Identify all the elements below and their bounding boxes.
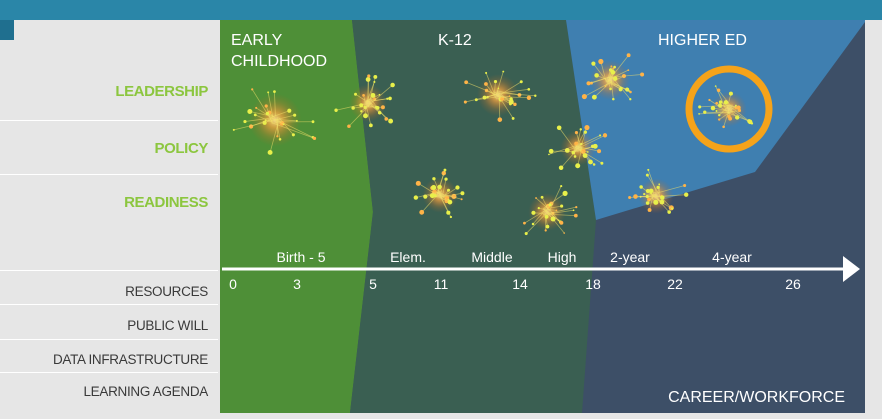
stage-label-higher-ed: HIGHER ED <box>658 32 747 49</box>
row-label-policy: POLICY <box>154 140 209 157</box>
row-label-data-infrastructure: DATA INFRASTRUCTURE <box>52 352 208 367</box>
timeline-segment-2-year: 2-year <box>610 249 650 265</box>
timeline-segment-birth-5: Birth - 5 <box>276 249 325 265</box>
timeline-tick-26: 26 <box>785 276 801 292</box>
row-label-learning-agenda: LEARNING AGENDA <box>83 384 208 399</box>
activity-burst <box>523 185 578 236</box>
age-timeline: Birth - 5 Elem. Middle High 2-year 4-yea… <box>222 249 860 292</box>
timeline-arrowhead <box>843 256 860 282</box>
row-label-public-will: PUBLIC WILL <box>127 318 208 333</box>
activity-burst <box>463 70 537 122</box>
row-divider <box>0 174 218 175</box>
timeline-tick-11: 11 <box>434 276 449 292</box>
top-banner-tab <box>0 20 14 40</box>
timeline-tick-0: 0 <box>229 276 237 292</box>
activity-burst <box>698 85 754 129</box>
timeline-segment-4-year: 4-year <box>712 249 752 265</box>
top-banner <box>0 0 882 20</box>
row-divider <box>0 120 218 121</box>
timeline-segment-middle: Middle <box>471 249 512 265</box>
row-divider <box>0 339 218 340</box>
stage-label-career: CAREER/WORKFORCE <box>668 389 845 406</box>
activity-burst <box>232 88 317 155</box>
activity-bursts <box>232 53 754 236</box>
stage-regions <box>220 20 865 413</box>
timeline-tick-14: 14 <box>512 276 528 292</box>
row-label-resources: RESOURCES <box>125 284 208 299</box>
row-divider <box>0 304 218 305</box>
timeline-tick-3: 3 <box>293 276 301 292</box>
timeline-tick-22: 22 <box>667 276 683 292</box>
timeline-segment-high: High <box>548 249 577 265</box>
activity-burst <box>628 168 689 214</box>
highlight-ring <box>685 65 773 153</box>
activity-burst <box>334 74 395 129</box>
timeline-segment-elem: Elem. <box>390 249 426 265</box>
k12-region <box>350 20 596 413</box>
activity-burst <box>413 168 465 219</box>
row-label-leadership: LEADERSHIP <box>115 83 208 100</box>
stage-label-early-line1: EARLY <box>231 32 283 49</box>
row-label-readiness: READINESS <box>124 194 208 211</box>
row-labels-panel: LEADERSHIP POLICY READINESS RESOURCES PU… <box>0 20 218 419</box>
activity-burst <box>581 53 645 101</box>
stage-label-early-line2: CHILDHOOD <box>231 53 327 70</box>
timeline-tick-5: 5 <box>369 276 377 292</box>
early-childhood-region <box>220 20 373 413</box>
row-divider <box>0 372 218 373</box>
activity-burst <box>548 124 608 171</box>
stage-label-k12: K-12 <box>438 32 472 49</box>
row-divider <box>0 270 218 271</box>
timeline-tick-18: 18 <box>585 276 601 292</box>
